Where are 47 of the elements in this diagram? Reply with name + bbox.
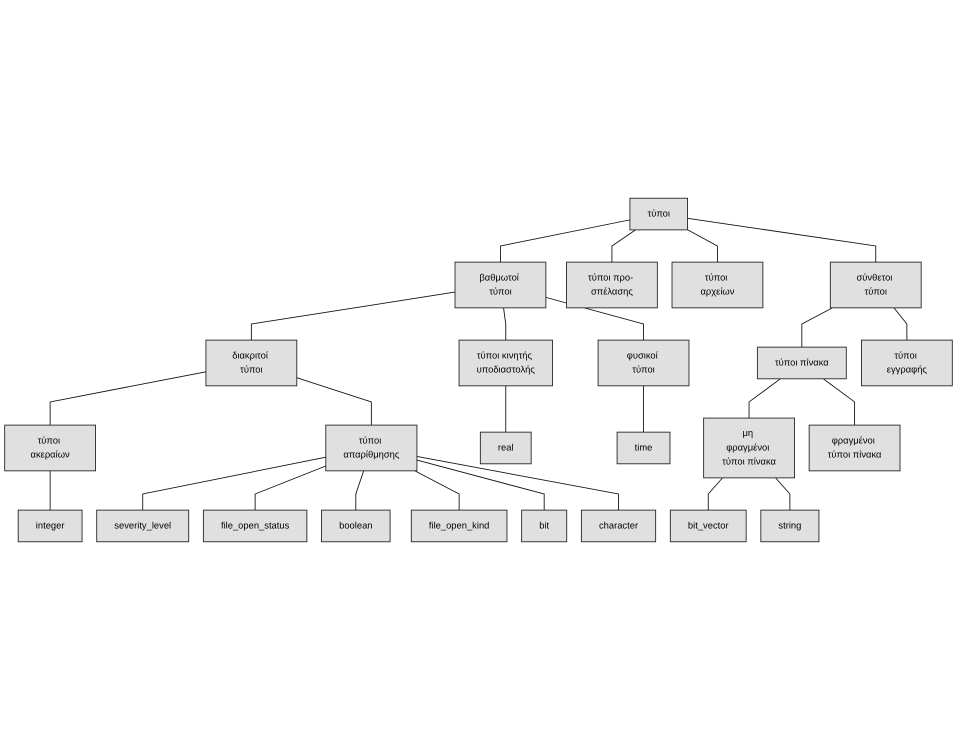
- node-box: τύποι ακεραίων: [4, 424, 96, 472]
- node-box: φραγμένοι τύποι πίνακα: [808, 424, 900, 472]
- node-box: string: [760, 510, 820, 542]
- connector: [500, 219, 630, 263]
- node-box: file_open_status: [202, 510, 308, 542]
- connector: [687, 218, 876, 263]
- node-box: βαθμωτοί τύποι: [454, 262, 546, 308]
- connector: [414, 470, 460, 511]
- node-box: σύνθετοι τύποι: [830, 262, 922, 308]
- node-box: character: [580, 510, 656, 542]
- node-box: διακριτοί τύποι: [205, 340, 298, 386]
- node-box: bit: [521, 510, 568, 542]
- connector: [50, 371, 206, 426]
- connector: [643, 385, 644, 433]
- node-box: integer: [18, 510, 82, 542]
- connector: [254, 466, 326, 511]
- node-box: φυσικοί τύποι: [598, 340, 690, 386]
- node-box: τύποι πίνακα: [756, 346, 847, 380]
- node-box: time: [616, 432, 670, 464]
- node-box: real: [480, 432, 532, 464]
- node-box: file_open_kind: [410, 510, 508, 542]
- connector: [416, 456, 619, 511]
- node-box: τύποι κινητής υποδιαστολής: [458, 340, 553, 386]
- connector: [296, 377, 372, 426]
- node-box: τύποι εγγραφής: [861, 340, 953, 386]
- connector: [505, 385, 506, 433]
- node-box: severity_level: [96, 510, 190, 542]
- connector: [142, 456, 326, 511]
- node-box: τύποι προ- σπέλασης: [566, 262, 658, 308]
- connector: [894, 307, 908, 341]
- node-box: μη φραγμένοι τύποι πίνακα: [703, 418, 795, 478]
- connector: [708, 477, 723, 511]
- connector: [355, 470, 364, 511]
- node-box: boolean: [321, 510, 391, 542]
- node-box: τύποι απαρίθμησης: [325, 424, 418, 472]
- connector: [250, 292, 456, 341]
- connector: [50, 470, 51, 511]
- connector: [503, 307, 506, 341]
- connector: [775, 477, 790, 511]
- connector: [416, 460, 545, 511]
- connector: [748, 378, 781, 419]
- connector: [822, 378, 856, 426]
- node-box: τύποι αρχείων: [672, 262, 764, 308]
- node-box: bit_vector: [670, 510, 747, 542]
- connector: [611, 229, 636, 263]
- node-box: τύποι: [629, 198, 688, 230]
- connector: [687, 229, 718, 263]
